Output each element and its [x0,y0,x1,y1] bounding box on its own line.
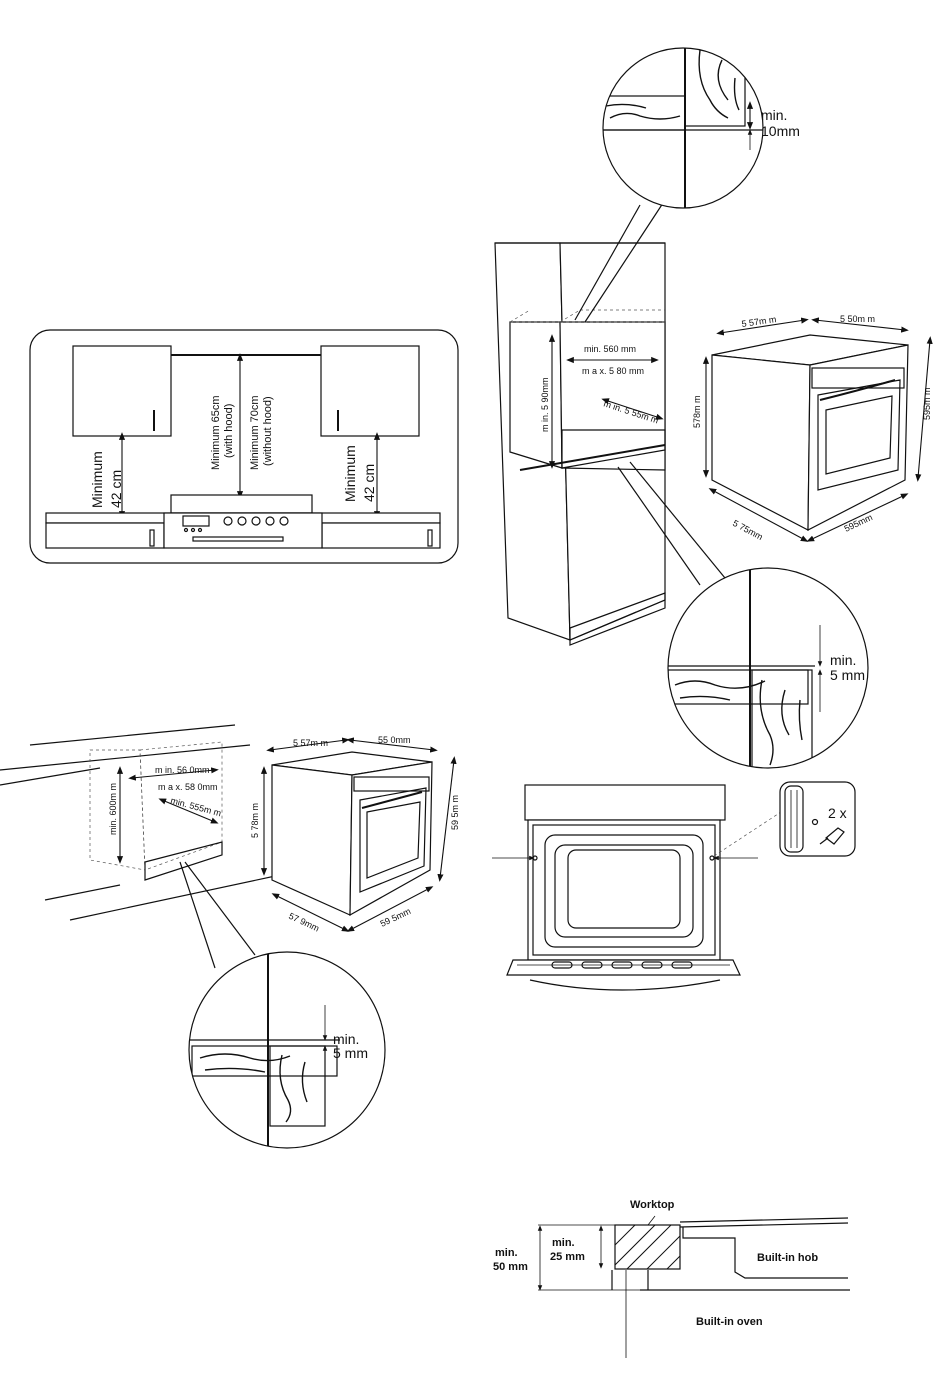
bot-d595w: 59 5mm [379,906,413,929]
min-right-value: 42 cm [361,464,377,502]
oven-dims-top: 5 57m m 5 50m m 578m m 595m m 5 75mm 595… [692,314,933,542]
min50-line1: min. [495,1247,518,1259]
min-left-label: Minimum [89,451,105,508]
bot-d557: 5 57m m [293,738,328,748]
detail-top-10mm: min. 10mm [602,47,800,209]
bot-d550: 55 0mm [378,735,411,745]
col-min-560: min. 560 mm [584,344,636,354]
top-d550: 5 50m m [840,314,875,324]
top-d575: 5 75mm [731,518,764,542]
uc-min-600: min. 600m m [108,783,118,835]
oven-dims-bottom: 5 57m m 55 0mm 5 78m m 59 5m m 57 9mm 59… [250,735,460,934]
top-detail-value: 10mm [761,123,800,139]
min25-line2: 25 mm [550,1251,585,1263]
built-in-hob-label: Built-in hob [757,1252,818,1264]
uc-detail-min: min. [333,1031,359,1047]
bot-d579: 57 9mm [287,911,321,934]
top-d595h: 595m m [922,387,932,420]
oven-front [163,512,323,549]
left-wall-cabinet [72,345,172,437]
worktop-label: Worktop [630,1199,675,1211]
min25-line1: min. [552,1237,575,1249]
clearance-panel: Minimum 42 cm Minimum 42 cm Minimum 65cm… [29,329,459,564]
col-max-580: m a x. 5 80 mm [582,366,644,376]
clearance-with-hood: (with hood) [223,404,235,458]
uc-max-580: m a x. 58 0mm [158,782,218,792]
top-d557: 5 57m m [741,314,777,329]
clearance-70cm: Minimum 70cm [249,395,261,470]
worktop-section: Worktop min. 50 mm min. 25 mm Built-in h… [493,1199,850,1358]
top-d578: 578m m [692,395,702,428]
detail-column-5mm: min. 5 mm [667,567,869,769]
top-d595w: 595mm [843,512,874,534]
col-min-590: m in. 5 90mm [540,377,550,432]
uc-min-560: m in. 56 0mm [155,765,210,775]
clearance-65cm: Minimum 65cm [210,395,222,470]
top-detail-min: min. [761,107,787,123]
detail-under-5mm: min. 5 mm [188,951,386,1149]
uc-min-555: min. 555m m [169,795,222,818]
bot-d578: 5 78m m [250,803,260,838]
col-bottom-min: min. [830,652,856,668]
right-wall-cabinet [320,345,420,437]
fixing-front-view: 2 x [492,781,856,991]
column-cabinet: min. 560 mm m a x. 5 80 mm m in. 5 90mm … [494,199,726,646]
min50-line2: 50 mm [493,1261,528,1273]
clearance-without-hood: (without hood) [262,396,274,466]
uc-detail-value: 5 mm [333,1045,368,1061]
screws-count: 2 x [828,805,847,821]
hob [170,494,313,514]
min-right-label: Minimum [342,445,358,502]
under-counter: min. 600m m m in. 56 0mm m a x. 58 0mm m… [0,724,281,969]
min-left-value: 42 cm [108,470,124,508]
col-bottom-value: 5 mm [830,667,865,683]
built-in-oven-label: Built-in oven [696,1316,763,1328]
bot-d595h: 59 5m m [450,795,460,830]
